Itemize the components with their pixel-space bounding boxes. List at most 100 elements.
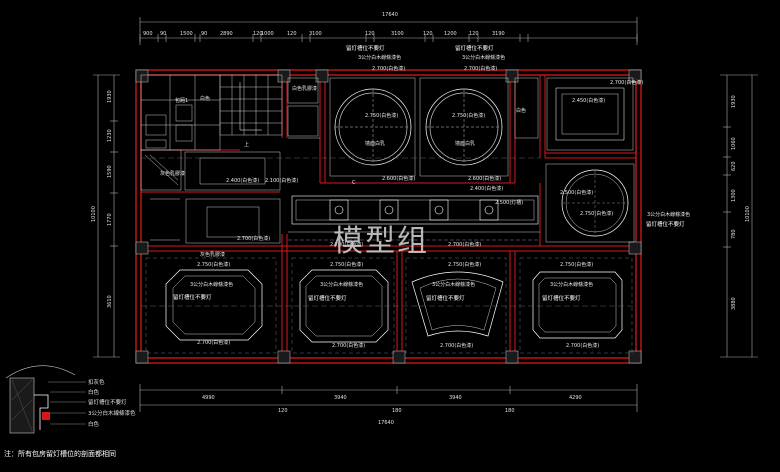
bottom-room3-top-elev: 2.750(白色漆): [448, 261, 481, 268]
top-dim-label: 900: [143, 31, 153, 37]
top-dim-label: 2890: [220, 31, 233, 37]
right-dim-2: 1060: [731, 137, 737, 150]
top-dim-label: 120: [469, 31, 479, 37]
top-dim-label: 90: [201, 31, 207, 37]
bottom-dim-1: 4990: [202, 395, 215, 401]
room1-wall-label: 墙面白乳: [365, 140, 385, 147]
elev-right-room: 2.450(白色漆): [572, 97, 605, 104]
bar-wm-label: 2.500(灯槽): [495, 199, 523, 206]
top-dim-label: 1000: [261, 31, 274, 37]
bottom-dimension-chain: [139, 384, 638, 412]
bottom-room2-cove: 留灯槽位不要灯: [308, 294, 347, 302]
elev-room1-bottom: 2.600(白色漆): [382, 175, 415, 182]
left-dim-2: 1230: [107, 129, 113, 142]
axis-lines: [141, 157, 636, 307]
left-dim-1: 1930: [107, 90, 113, 103]
top-total-dimension: 17640: [382, 12, 398, 18]
top-dim-label: 120: [365, 31, 375, 37]
top-dim-label: 120: [423, 31, 433, 37]
bottom-room4-paint: 3公分白木線條漆色: [550, 281, 593, 288]
cove-label-1: 留灯槽位不要灯: [346, 44, 385, 52]
bottom-room1-cove: 留灯槽位不要灯: [173, 293, 212, 301]
top-dim-label: 3100: [391, 31, 404, 37]
left-dimension-chain: [93, 74, 120, 358]
bottom-room-4: [519, 257, 633, 354]
left-dim-5: 3610: [107, 295, 113, 308]
top-dim-label: 120: [253, 31, 263, 37]
bottom-dim-2: 3940: [334, 395, 347, 401]
legend-2: 白色: [88, 388, 100, 396]
bottom-room4-top-elev: 2.750(白色漆): [560, 261, 593, 268]
bottom-gap-2: 180: [392, 408, 402, 414]
room-label: 包厢1: [175, 97, 188, 104]
top-dim-label: 1500: [180, 31, 193, 37]
legend-1: 扣灰色: [88, 378, 105, 386]
hall-label: 白色乳膠漆: [292, 85, 317, 92]
left-dim-4: 1770: [107, 213, 113, 226]
elev-right-round: 2.750(白色漆): [580, 210, 613, 217]
elev-corridor-right: 2.700(白色漆): [448, 241, 481, 248]
bottom-room2-paint: 3公分白木線條漆色: [320, 281, 363, 288]
bottom-room-3: [405, 257, 507, 354]
stairs-up-mark: 上: [244, 141, 249, 148]
top-dimension-chain: [139, 17, 638, 45]
right-total-dimension: 10100: [745, 206, 751, 222]
gray-paint-label: 灰色乳膠漆: [160, 170, 185, 177]
upper-left-white-label: 白色: [200, 95, 210, 102]
right-narrow-label: 白色: [516, 107, 526, 114]
legend-3: 留灯槽位不要灯: [88, 398, 127, 406]
top-dim-label: 3190: [492, 31, 505, 37]
right-dim-3: 620: [731, 161, 737, 171]
watermark: 模型组: [333, 224, 429, 259]
elev-room1-mid: 2.750(白色漆): [365, 112, 398, 119]
cove-label-2: 留灯槽位不要灯: [455, 44, 494, 52]
bottom-room3-paint: 3公分白木線條漆色: [432, 281, 475, 288]
bottom-room-2: [291, 257, 395, 354]
bottom-room4-elev: 2.700(白色漆): [566, 342, 599, 349]
bottom-dim-4: 4290: [569, 395, 582, 401]
bottom-gap-3: 180: [505, 408, 515, 414]
room2-wall-label: 墙面白乳: [455, 140, 475, 147]
central-bar: [291, 195, 539, 225]
right-dim-5: 780: [731, 229, 737, 239]
legend-4: 3公分白木線條漆色: [88, 409, 136, 417]
elev-right-top: 2.700(白色漆): [610, 79, 643, 86]
drawing-note: 注：所有包房留灯槽位的剖面都相同: [4, 449, 116, 458]
top-hall: [287, 77, 320, 139]
bottom-room2-top-elev: 2.750(白色漆): [330, 261, 363, 268]
elev-upper-left: 2.400(白色漆): [226, 177, 259, 184]
bottom-room3-cove: 留灯槽位不要灯: [426, 294, 465, 302]
elev-right-2500: 2.500(白色漆): [560, 189, 593, 196]
bottom-room1-elev: 2.700(白色漆): [197, 339, 230, 346]
interior-walls: [141, 75, 636, 358]
top-dim-label: 120: [287, 31, 297, 37]
elev-room2-bottom: 2.600(白色漆): [468, 175, 501, 182]
elev-room1-top: 2.700(白色漆): [372, 65, 405, 72]
right-rooms: [514, 77, 635, 243]
bar-elev-label: 2.400(白色漆): [470, 185, 503, 192]
bottom-room-1: [145, 257, 277, 354]
elev-room2-top: 2.700(白色漆): [464, 65, 497, 72]
bottom-room2-elev: 2.700(白色漆): [332, 342, 365, 349]
bar-left-label: 2.100(白色漆): [265, 177, 298, 184]
top-dim-label: 90: [160, 31, 166, 37]
c-mark: C: [352, 180, 356, 186]
upper-left-rooms: [140, 74, 281, 191]
bottom-left-gray: 灰色乳膠漆: [200, 251, 225, 258]
bottom-room1-paint: 3公分白木線條漆色: [190, 281, 233, 288]
corridor: [150, 198, 540, 244]
elev-room2-mid: 2.750(白色漆): [452, 112, 485, 119]
elev-corridor-mid: 2.700(白色漆): [330, 241, 363, 248]
right-dim-6: 3880: [731, 297, 737, 310]
outer-walls: [135, 69, 642, 364]
top-dim-label: 3100: [309, 31, 322, 37]
left-total-dimension: 10100: [91, 206, 97, 222]
bottom-room1-top-elev: 2.750(白色漆): [197, 261, 230, 268]
right-dim-1: 1930: [731, 95, 737, 108]
top-dim-label: 1200: [444, 31, 457, 37]
cove-section-detail: [5, 365, 86, 434]
round-room-2: [419, 77, 509, 177]
bottom-dim-3: 3940: [449, 395, 462, 401]
